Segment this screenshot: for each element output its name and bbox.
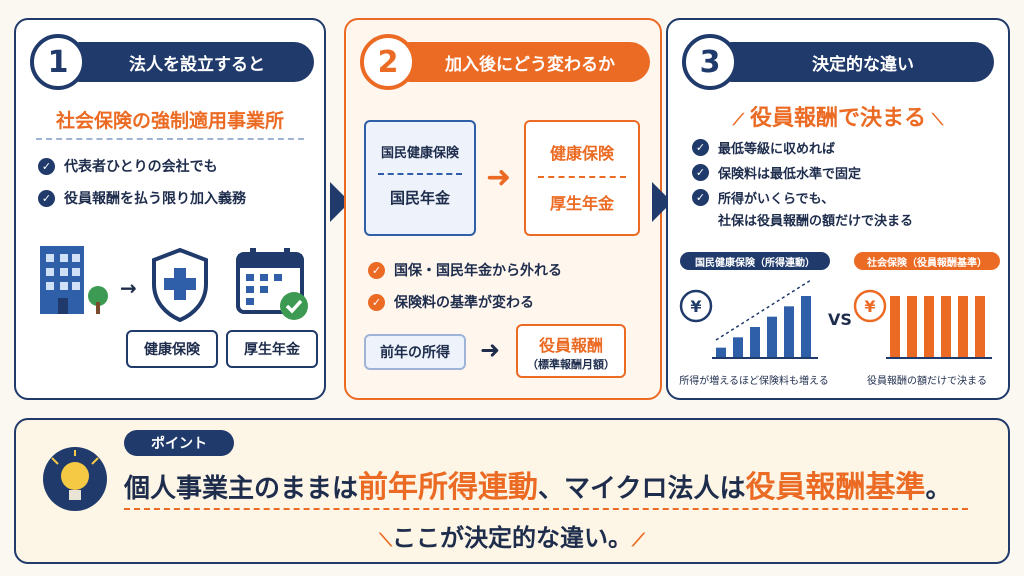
lightbulb-icon bbox=[43, 447, 107, 511]
point-panel: ポイント 個人事業主のままは前年所得連動、マイクロ法人は役員報酬基準。 ⟍ここが… bbox=[14, 418, 1010, 564]
burst-icon: ⟍ bbox=[932, 110, 944, 129]
chart-bar bbox=[890, 296, 900, 358]
trend-arrow bbox=[715, 279, 812, 341]
check-item: ✓最低等級に収めれば bbox=[692, 138, 913, 157]
check-item-cont: 社保は役員報酬の額だけで決まる bbox=[718, 214, 914, 229]
step3-panel: 3 決定的な違い ⟋役員報酬で決まる⟍ ✓最低等級に収めれば ✓保険料は最低水準… bbox=[666, 18, 1010, 400]
step2-number: 2 bbox=[360, 34, 416, 90]
arrow-icon: ➜ bbox=[486, 160, 512, 195]
check-icon: ✓ bbox=[692, 164, 709, 181]
burst-icon: ⟍ bbox=[379, 530, 392, 551]
step1-title: 法人を設立すると bbox=[60, 42, 314, 82]
point-tag: ポイント bbox=[124, 430, 234, 456]
arrow-icon: ➜ bbox=[480, 336, 501, 364]
check-item: ✓所得がいくらでも、 bbox=[692, 188, 913, 207]
step2-title: 加入後にどう変わるか bbox=[390, 42, 650, 82]
chart-left-title: 国民健康保険（所得連動） bbox=[680, 252, 830, 270]
check-item: ✓保険料は最低水準で固定 bbox=[692, 163, 913, 182]
check-icon: ✓ bbox=[368, 293, 385, 311]
yen-icon bbox=[679, 289, 713, 323]
step1-subtitle: 社会保険の強制適用事業所 bbox=[55, 110, 284, 132]
chart-bar bbox=[975, 296, 985, 358]
check-item: ✓保険料の基準が変わる bbox=[368, 292, 562, 312]
vs-label: VS bbox=[828, 310, 852, 329]
check-icon: ✓ bbox=[38, 189, 55, 207]
step2-checklist: ✓国保・国民年金から外れる ✓保険料の基準が変わる bbox=[368, 260, 562, 312]
yen-label: ¥ bbox=[864, 297, 875, 316]
check-icon: ✓ bbox=[692, 139, 709, 156]
divider bbox=[124, 508, 968, 510]
burst-icon: ⟋ bbox=[732, 110, 744, 129]
burst-icon: ⟋ bbox=[632, 530, 645, 551]
building-icon bbox=[40, 246, 108, 314]
chart-right: ¥ bbox=[853, 289, 992, 359]
chart-bar bbox=[767, 316, 777, 358]
yen-icon bbox=[853, 289, 887, 323]
yen-label: ¥ bbox=[690, 297, 701, 316]
chart-bar bbox=[750, 327, 760, 358]
arrow-icon: → bbox=[120, 276, 137, 300]
step1-checklist: ✓代表者ひとりの会社でも ✓役員報酬を払う限り加入義務 bbox=[38, 156, 246, 208]
point-line1: 個人事業主のままは前年所得連動、マイクロ法人は役員報酬基準。 bbox=[124, 470, 952, 505]
check-icon: ✓ bbox=[368, 261, 385, 279]
check-icon: ✓ bbox=[692, 189, 709, 206]
chart-right-caption: 役員報酬の額だけで決まる bbox=[867, 376, 987, 387]
chart-bar bbox=[958, 296, 968, 358]
label-pension: 厚生年金 bbox=[226, 330, 318, 368]
chart-bar bbox=[733, 337, 743, 358]
to-box: 役員報酬 （標準報酬月額） bbox=[516, 324, 626, 378]
step3-title: 決定的な違い bbox=[712, 42, 994, 82]
step1-panel: 1 法人を設立すると 社会保険の強制適用事業所 ✓代表者ひとりの会社でも ✓役員… bbox=[14, 18, 326, 400]
check-icon: ✓ bbox=[38, 157, 55, 175]
chart-bar bbox=[907, 296, 917, 358]
chart-left-caption: 所得が増えるほど保険料も増える bbox=[679, 376, 829, 387]
check-item: ✓役員報酬を払う限り加入義務 bbox=[38, 188, 246, 208]
calendar-icon bbox=[236, 248, 308, 320]
check-item: ✓代表者ひとりの会社でも bbox=[38, 156, 246, 176]
check-item: ✓国保・国民年金から外れる bbox=[368, 260, 562, 280]
point-line2: ⟍ここが決定的な違い。⟋ bbox=[379, 524, 645, 552]
step3-number: 3 bbox=[682, 34, 738, 90]
from-box: 前年の所得 bbox=[364, 334, 466, 370]
chart-bar bbox=[801, 296, 811, 358]
shield-icon bbox=[152, 247, 208, 322]
step3-checklist: ✓最低等級に収めれば ✓保険料は最低水準で固定 ✓所得がいくらでも、 社保は役員… bbox=[692, 138, 913, 229]
chart-bar bbox=[716, 347, 726, 358]
step3-subtitle: ⟋役員報酬で決まる⟍ bbox=[732, 106, 944, 131]
label-health-insurance: 健康保険 bbox=[126, 330, 218, 368]
chart-bar bbox=[784, 306, 794, 358]
before-box: 国民健康保険 国民年金 bbox=[364, 120, 476, 236]
step1-number: 1 bbox=[30, 34, 86, 90]
chart-bar bbox=[941, 296, 951, 358]
chart-right-title: 社会保険（役員報酬基準） bbox=[854, 252, 1000, 270]
step2-panel: 2 加入後にどう変わるか 国民健康保険 国民年金 ➜ 健康保険 厚生年金 ✓国保… bbox=[344, 18, 662, 400]
divider bbox=[36, 138, 304, 140]
chart-left: ¥ bbox=[679, 279, 818, 359]
after-box: 健康保険 厚生年金 bbox=[524, 120, 640, 236]
chart-bar bbox=[924, 296, 934, 358]
